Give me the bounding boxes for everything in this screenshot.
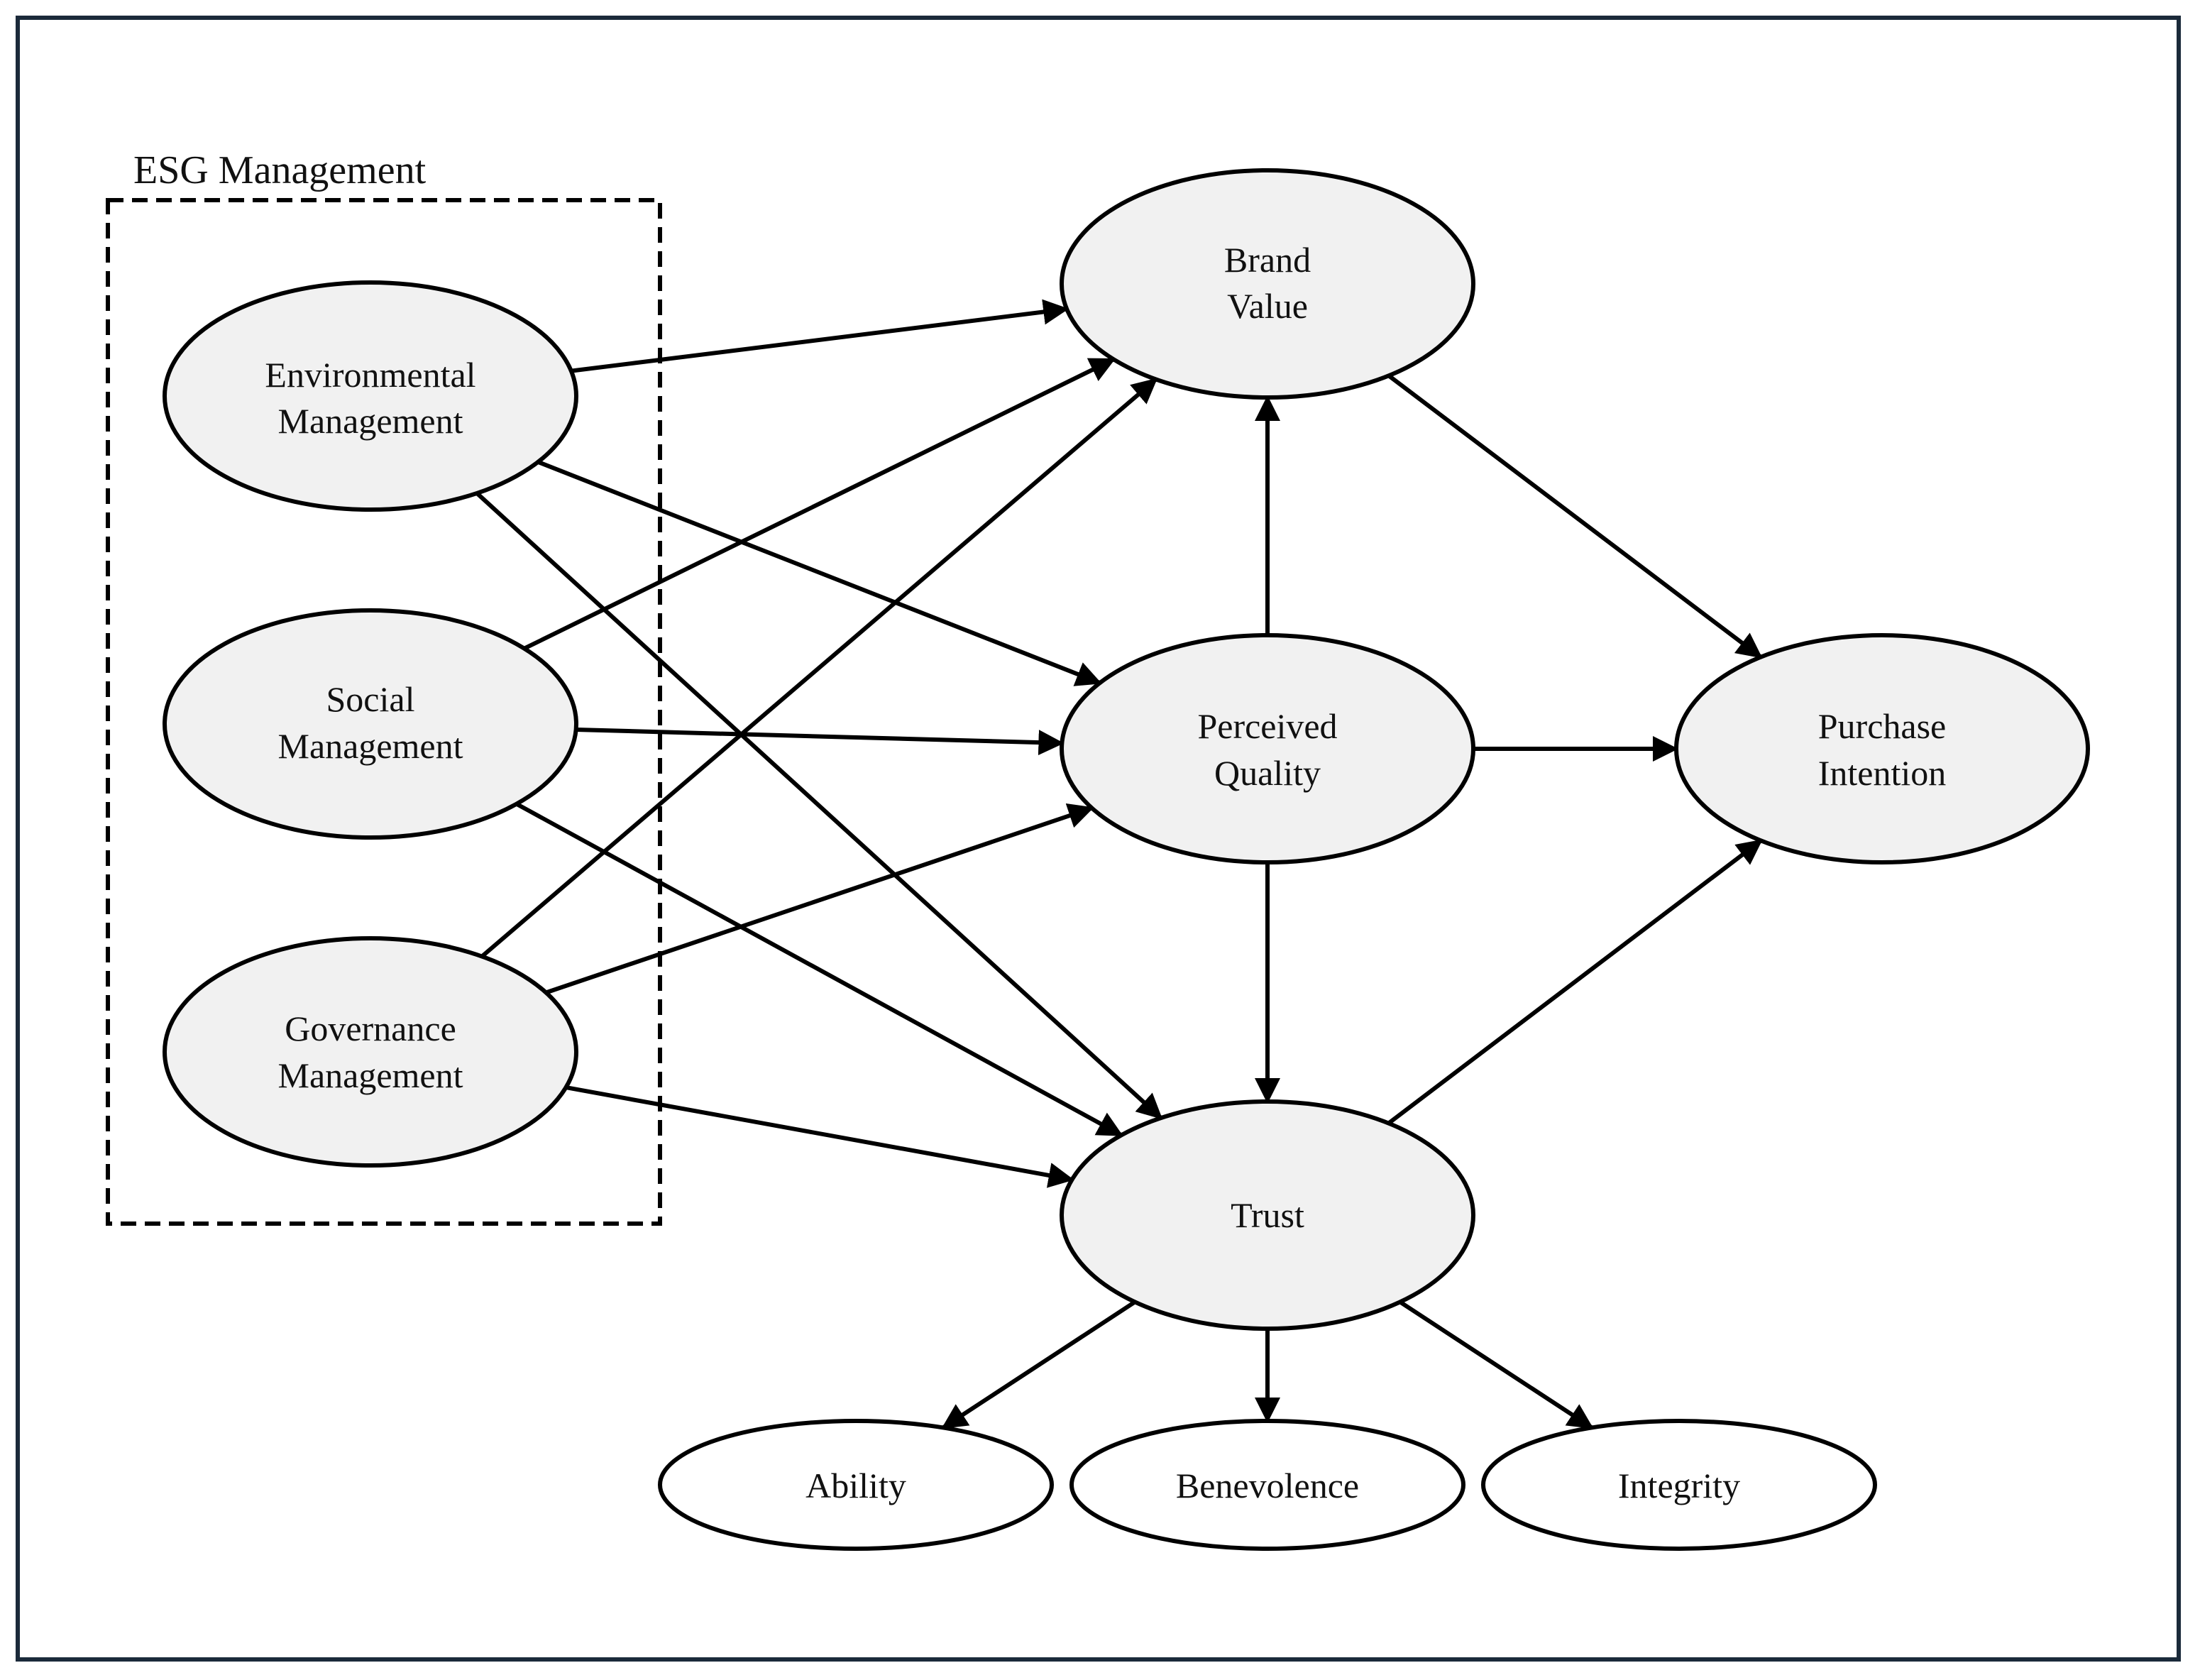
edge-trust-to-integrity <box>1399 1300 1594 1429</box>
node-purchase-intention-shape <box>1674 633 2090 864</box>
node-purchase-intention: Purchase Intention <box>1674 633 2090 864</box>
edge-governance-to-brand-value <box>480 378 1158 958</box>
node-environmental-management-shape <box>163 280 578 512</box>
esg-group-box <box>106 198 662 1226</box>
node-environmental-management-line-1: Environmental <box>265 355 475 395</box>
edge-social-to-trust <box>515 802 1123 1137</box>
node-social-management-line-1: Social <box>326 679 415 719</box>
edge-social-to-brand-value <box>523 357 1116 651</box>
node-trust-line-1: Trust <box>1231 1195 1304 1235</box>
node-brand-value-line-2: Value <box>1227 286 1308 326</box>
edge-environmental-to-trust <box>475 491 1163 1120</box>
node-integrity-line-1: Integrity <box>1618 1466 1740 1505</box>
node-purchase-intention-line-2: Intention <box>1818 753 1947 793</box>
node-governance-management-line-2: Management <box>277 1055 463 1095</box>
node-governance-management: Governance Management <box>163 936 578 1168</box>
node-ability-shape <box>658 1419 1054 1551</box>
node-benevolence-shape <box>1069 1419 1465 1551</box>
node-integrity-shape <box>1481 1419 1877 1551</box>
node-social-management-line-2: Management <box>277 726 463 766</box>
node-ability: Ability <box>658 1419 1054 1551</box>
node-trust: Trust <box>1060 1099 1475 1331</box>
node-perceived-quality-shape <box>1060 633 1475 864</box>
node-perceived-quality: Perceived Quality <box>1060 633 1475 864</box>
edge-brand-value-to-purchase-intention <box>1387 373 1763 659</box>
edge-trust-to-ability <box>941 1300 1136 1429</box>
node-benevolence-line-1: Benevolence <box>1176 1466 1359 1505</box>
edges-layer <box>475 299 1763 1429</box>
edge-environmental-to-perceived-quality <box>537 460 1102 686</box>
node-environmental-management: Environmental Management <box>163 280 578 512</box>
node-brand-value-shape <box>1060 168 1475 400</box>
edge-trust-to-purchase-intention <box>1387 839 1763 1125</box>
edge-governance-to-perceived-quality <box>545 803 1094 995</box>
node-ability-line-1: Ability <box>805 1466 906 1505</box>
node-social-management: Social Management <box>163 608 578 840</box>
edge-governance-to-trust <box>565 1085 1074 1188</box>
edge-social-to-perceived-quality <box>576 728 1065 756</box>
node-integrity: Integrity <box>1481 1419 1877 1551</box>
node-trust-shape <box>1060 1099 1475 1331</box>
edge-environmental-to-brand-value <box>571 299 1069 373</box>
node-purchase-intention-line-1: Purchase <box>1818 706 1947 746</box>
node-social-management-shape <box>163 608 578 840</box>
node-brand-value: Brand Value <box>1060 168 1475 400</box>
node-environmental-management-line-2: Management <box>277 401 463 441</box>
node-governance-management-line-1: Governance <box>285 1009 456 1048</box>
node-benevolence: Benevolence <box>1069 1419 1465 1551</box>
node-governance-management-shape <box>163 936 578 1168</box>
node-brand-value-line-1: Brand <box>1224 240 1311 280</box>
node-perceived-quality-line-2: Quality <box>1214 753 1321 793</box>
esg-group-label: ESG Management <box>133 148 427 192</box>
node-perceived-quality-line-1: Perceived <box>1197 706 1337 746</box>
